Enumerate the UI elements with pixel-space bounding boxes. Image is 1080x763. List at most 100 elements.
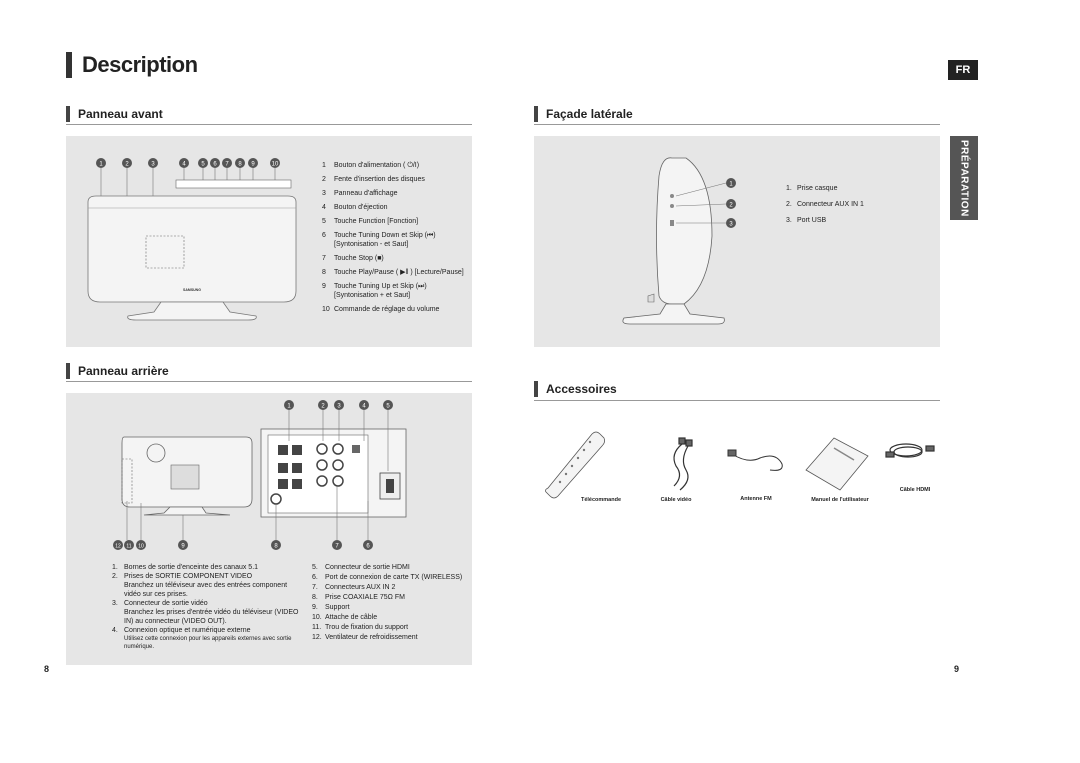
- section-bar: [66, 363, 70, 379]
- callout-8: 8: [235, 158, 245, 168]
- svg-text:10: 10: [272, 162, 279, 168]
- list-item: 10.Attache de câble: [312, 614, 378, 621]
- svg-text:2: 2: [729, 203, 733, 209]
- list-item: Utilisez cette connexion pour les appare…: [124, 636, 292, 650]
- svg-text:6: 6: [366, 544, 370, 550]
- callout-7: 7: [222, 158, 232, 168]
- callout-1: 1: [284, 400, 294, 410]
- rear-list-col2: 5.Connecteur de sortie HDMI 6.Port de co…: [312, 563, 472, 643]
- callout-2: 2: [726, 199, 736, 209]
- list-item: Branchez les prises d'entrée vidéo du té…: [124, 609, 299, 625]
- svg-text:5: 5: [386, 404, 390, 410]
- hdmi-cable-icon: [885, 443, 935, 458]
- callout-3: 3: [726, 218, 736, 228]
- svg-text:3: 3: [337, 404, 341, 410]
- svg-text:2: 2: [125, 162, 129, 168]
- svg-text:3: 3: [729, 222, 733, 228]
- callout-8: 8: [271, 540, 281, 550]
- remote-control-icon: [544, 431, 606, 499]
- rear-panel-heading: Panneau arrière: [66, 362, 169, 380]
- svg-text:7: 7: [225, 162, 229, 168]
- callout-3: 3: [148, 158, 158, 168]
- page-number-left: 8: [44, 664, 50, 674]
- video-cable-icon: [673, 437, 693, 491]
- user-manual-icon: [805, 437, 869, 491]
- svg-text:1: 1: [99, 162, 103, 168]
- divider: [66, 381, 472, 382]
- callout-7: 7: [332, 540, 342, 550]
- callout-2: 2: [318, 400, 328, 410]
- language-badge: FR: [948, 60, 978, 80]
- callout-5: 5: [383, 400, 393, 410]
- section-title: Panneau arrière: [78, 364, 169, 378]
- list-item: 1.Bornes de sortie d'enceinte des canaux…: [112, 564, 259, 571]
- preparation-tab: PRÉPARATION: [950, 136, 978, 220]
- rear-panel-illustration: 1 2 3 4 5 12 11 10 9 8 7 6: [113, 400, 407, 550]
- list-item: 4.Connexion optique et numérique externe: [112, 627, 251, 634]
- side-panel-illustration: 1 2 3: [622, 157, 736, 325]
- callout-10: 10: [270, 158, 280, 168]
- section-title: Façade latérale: [546, 107, 633, 121]
- callout-6: 6: [210, 158, 220, 168]
- list-item: 6.Port de connexion de carte TX (WIRELES…: [312, 574, 463, 581]
- divider: [534, 124, 940, 125]
- accessory-label: Câble HDMI: [899, 487, 931, 493]
- accessory-label: Antenne FM: [740, 496, 772, 502]
- accessories-illustration: [544, 431, 935, 499]
- list-item: 8.Prise COAXIALE 75Ω FM: [312, 594, 405, 601]
- list-item: 9.Support: [312, 604, 350, 611]
- svg-text:9: 9: [181, 544, 185, 550]
- section-bar: [534, 381, 538, 397]
- svg-text:11: 11: [126, 544, 131, 550]
- callout-12: 12: [113, 540, 123, 550]
- list-item: 3.Connecteur de sortie vidéo: [112, 600, 208, 607]
- svg-text:4: 4: [182, 162, 186, 168]
- svg-text:2: 2: [321, 404, 325, 410]
- divider: [66, 124, 472, 125]
- list-item: Branchez un téléviseur avec des entrées …: [124, 582, 288, 598]
- svg-text:10: 10: [138, 544, 144, 550]
- svg-text:4: 4: [362, 404, 366, 410]
- page-title-text: Description: [82, 52, 198, 77]
- section-bar: [66, 106, 70, 122]
- list-item: 2.Connecteur AUX IN 1: [786, 201, 864, 208]
- page-title: Description: [66, 52, 198, 78]
- callout-2: 2: [122, 158, 132, 168]
- side-panel-heading: Façade latérale: [534, 105, 633, 123]
- callout-10: 10: [136, 540, 146, 550]
- svg-text:1: 1: [729, 182, 733, 188]
- svg-text:6: 6: [213, 162, 217, 168]
- front-panel-heading: Panneau avant: [66, 105, 163, 123]
- side-panel-list: 1.Prise casque 2.Connecteur AUX IN 1 3.P…: [786, 184, 926, 230]
- list-item: 12.Ventilateur de refroidissement: [312, 634, 418, 641]
- callout-9: 9: [248, 158, 258, 168]
- callout-9: 9: [178, 540, 188, 550]
- list-item: 2.Prises de SORTIE COMPONENT VIDEO: [112, 573, 253, 580]
- svg-text:3: 3: [151, 162, 155, 168]
- divider: [534, 400, 940, 401]
- section-bar: [534, 106, 538, 122]
- list-item: 11.Trou de fixation du support: [312, 624, 409, 631]
- rear-list-col1: 1.Bornes de sortie d'enceinte des canaux…: [112, 563, 304, 651]
- accessory-label: Manuel de l'utilisateur: [811, 497, 869, 503]
- callout-4: 4: [359, 400, 369, 410]
- list-item: 7.Connecteurs AUX IN 2: [312, 584, 396, 591]
- front-panel-illustration: 1 2 3 4 5 6 7 8 9 10 SAMSUNG: [87, 158, 297, 321]
- svg-text:5: 5: [201, 162, 205, 168]
- list-item: 3.Port USB: [786, 217, 827, 224]
- callout-1: 1: [96, 158, 106, 168]
- list-item: 5.Connecteur de sortie HDMI: [312, 564, 410, 571]
- svg-text:SAMSUNG: SAMSUNG: [183, 288, 201, 292]
- svg-text:12: 12: [115, 544, 121, 550]
